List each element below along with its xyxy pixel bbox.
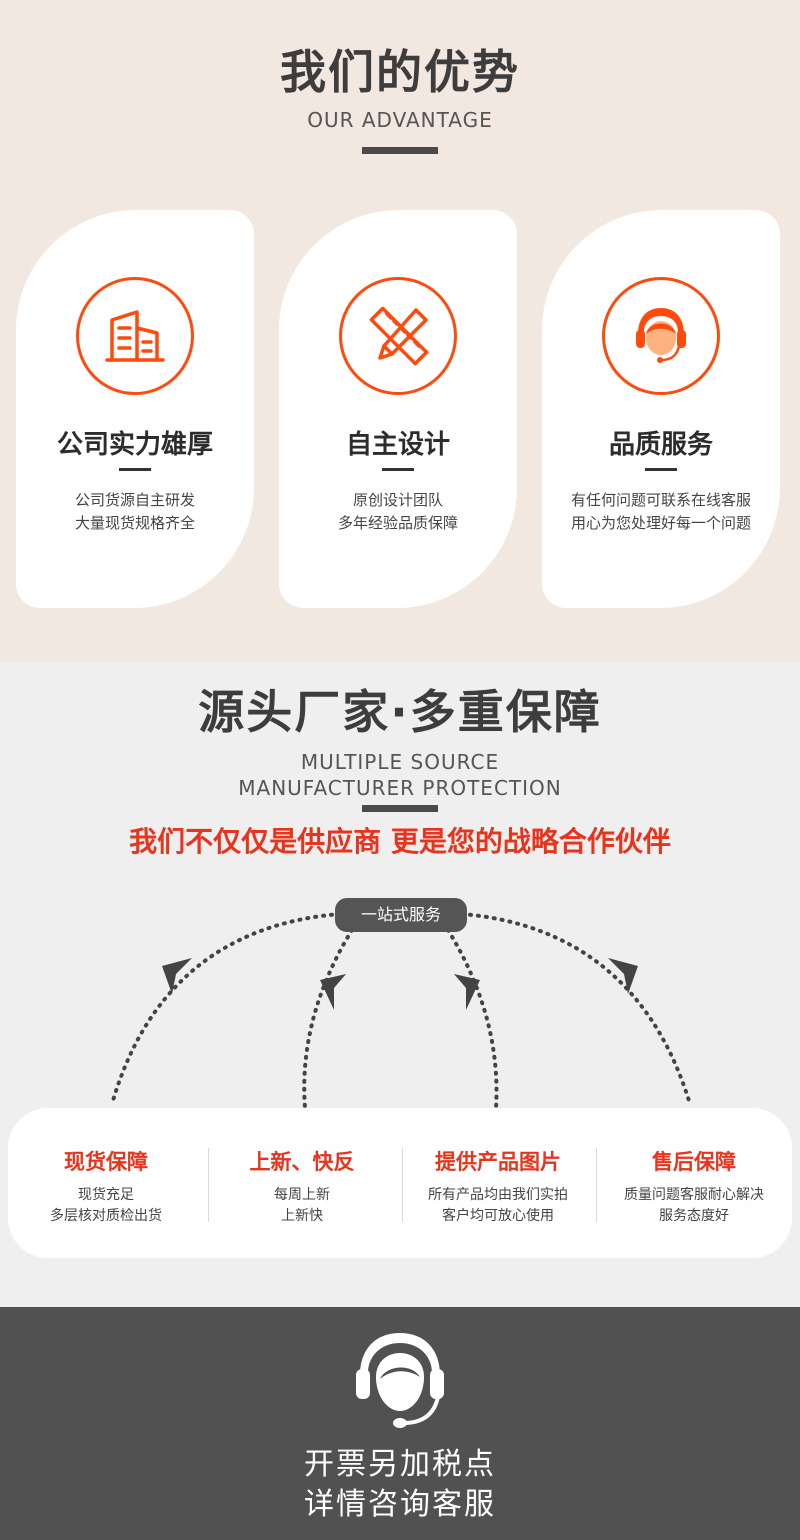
guarantee-desc: 质量问题客服耐心解决: [624, 1187, 764, 1203]
card-title: 公司实力雄厚: [56, 430, 213, 460]
protection-subtitle: MANUFACTURER PROTECTION: [238, 776, 562, 800]
card-title: 品质服务: [608, 430, 713, 460]
title-underline: [362, 147, 438, 154]
protection-subtitle: MULTIPLE SOURCE: [300, 750, 500, 774]
hub-label: 一站式服务: [335, 898, 467, 932]
card-desc: 多年经验品质保障: [337, 514, 458, 532]
advantage-card-design: 自主设计 原创设计团队 多年经验品质保障: [279, 210, 517, 608]
advantage-subtitle: OUR ADVANTAGE: [307, 108, 493, 132]
guarantee-desc: 服务态度好: [659, 1208, 729, 1224]
guarantee-title: 售后保障: [652, 1150, 736, 1174]
footer-contact: 开票另加税点 详情咨询客服: [0, 1307, 800, 1540]
column-divider: [208, 1148, 209, 1222]
advantage-section: 我们的优势 OUR ADVANTAGE 公司实力雄厚 公司货源自主研发 大量现货…: [0, 0, 800, 662]
guarantee-title: 上新、快反: [249, 1150, 355, 1174]
card-desc: 公司货源自主研发: [74, 491, 195, 509]
guarantee-item: 售后保障 质量问题客服耐心解决 服务态度好: [596, 1108, 792, 1258]
guarantee-title: 现货保障: [64, 1150, 148, 1174]
guarantee-item: 上新、快反 每周上新 上新快: [204, 1108, 400, 1258]
dotted-arrows-diagram: [110, 912, 692, 1110]
guarantee-desc: 客户均可放心使用: [442, 1208, 554, 1224]
building-icon: [76, 277, 194, 395]
protection-section: 源头厂家·多重保障 MULTIPLE SOURCE MANUFACTURER P…: [0, 662, 800, 1307]
footer-text: 开票另加税点: [304, 1447, 496, 1482]
card-desc: 原创设计团队: [352, 491, 443, 509]
footer-text: 详情咨询客服: [304, 1487, 496, 1522]
guarantee-desc: 每周上新: [274, 1187, 330, 1203]
ruler-pencil-icon: [339, 277, 457, 395]
column-divider: [402, 1148, 403, 1222]
guarantee-item: 提供产品图片 所有产品均由我们实拍 客户均可放心使用: [400, 1108, 596, 1258]
guarantee-desc: 现货充足: [78, 1187, 134, 1203]
card-desc: 有任何问题可联系在线客服: [570, 491, 751, 509]
card-desc: 用心为您处理好每一个问题: [570, 514, 751, 532]
guarantee-item: 现货保障 现货充足 多层核对质检出货: [8, 1108, 204, 1258]
protection-title: 源头厂家·多重保障: [198, 685, 602, 739]
title-underline: [362, 805, 438, 812]
column-divider: [596, 1148, 597, 1222]
advantage-title: 我们的优势: [280, 45, 520, 99]
advantage-card-service: 品质服务 有任何问题可联系在线客服 用心为您处理好每一个问题: [542, 210, 780, 608]
guarantee-panel: 现货保障 现货充足 多层核对质检出货 上新、快反 每周上新 上新快 提供产品图片…: [8, 1108, 792, 1258]
card-desc: 大量现货规格齐全: [74, 514, 195, 532]
guarantee-desc: 多层核对质检出货: [50, 1208, 162, 1224]
customer-service-icon: [602, 277, 720, 395]
card-divider: [645, 468, 677, 471]
slogan: 我们不仅仅是供应商 更是您的战略合作伙伴: [129, 825, 671, 858]
advantage-card-strength: 公司实力雄厚 公司货源自主研发 大量现货规格齐全: [16, 210, 254, 608]
guarantee-desc: 所有产品均由我们实拍: [428, 1187, 568, 1203]
card-title: 自主设计: [345, 430, 450, 460]
headset-icon: [356, 1333, 444, 1428]
guarantee-desc: 上新快: [281, 1208, 323, 1224]
card-divider: [119, 468, 151, 471]
guarantee-title: 提供产品图片: [435, 1150, 561, 1174]
card-divider: [382, 468, 414, 471]
